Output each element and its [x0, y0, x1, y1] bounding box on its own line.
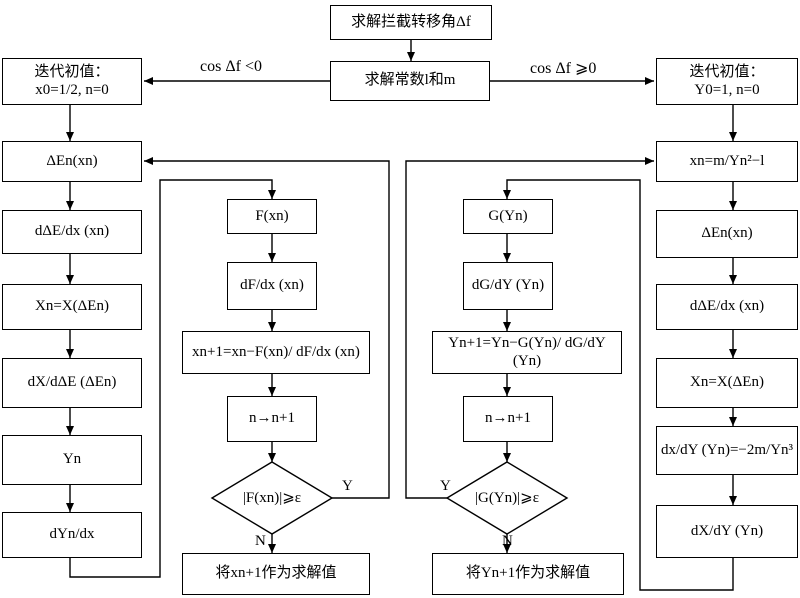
newton-y-step-2: dG/dY (Yn)	[463, 262, 553, 310]
left-step-6: dYn/dx	[2, 512, 142, 558]
newton-y-step-1: G(Yn)	[463, 199, 553, 234]
left-initial-value-box: 迭代初值：x0=1/2, n=0	[2, 58, 142, 105]
right-step-6: dX/dY (Yn)	[656, 505, 798, 558]
left-step-4: dX/dΔE (ΔEn)	[2, 358, 142, 408]
solve-transfer-angle-box: 求解拦截转移角Δf	[330, 5, 492, 40]
right-initial-value-box: 迭代初值：Y0=1, n=0	[656, 58, 798, 105]
right-step-4: Xn=X(ΔEn)	[656, 358, 798, 408]
newton-x-result-box: 将xn+1作为求解值	[182, 553, 370, 595]
right-step-2: ΔEn(xn)	[656, 210, 798, 258]
left-step-2: dΔE/dx (xn)	[2, 210, 142, 254]
newton-y-result-box: 将Yn+1作为求解值	[432, 553, 624, 595]
newton-x-yes-label: Y	[342, 478, 353, 494]
newton-x-no-label: N	[255, 533, 266, 549]
solve-constants-box: 求解常数l和m	[330, 61, 490, 101]
newton-x-step-1: F(xn)	[227, 199, 317, 234]
newton-x-update-box: xn+1=xn−F(xn)/ dF/dx (xn)	[182, 331, 370, 374]
newton-y-yes-label: Y	[440, 478, 451, 494]
newton-y-no-label: N	[502, 533, 513, 549]
left-step-5: Yn	[2, 435, 142, 485]
newton-x-step-2: dF/dx (xn)	[227, 262, 317, 310]
left-step-1: ΔEn(xn)	[2, 141, 142, 182]
newton-y-update-box: Yn+1=Yn−G(Yn)/ dG/dY (Yn)	[432, 331, 622, 374]
newton-y-check-label: |G(Yn)|⩾ε	[474, 490, 540, 506]
newton-x-check-label: |F(xn)|⩾ε	[242, 490, 302, 506]
right-step-5: dx/dY (Yn)=−2m/Yn³	[656, 426, 798, 475]
right-step-1: xn=m/Yn²−l	[656, 141, 798, 182]
condition-right-label: cos Δf ⩾0	[530, 60, 597, 77]
left-step-3: Xn=X(ΔEn)	[2, 284, 142, 330]
newton-y-increment-box: n→n+1	[463, 396, 553, 442]
right-step-3: dΔE/dx (xn)	[656, 284, 798, 330]
newton-x-increment-box: n→n+1	[227, 396, 317, 442]
condition-left-label: cos Δf <0	[200, 58, 262, 75]
